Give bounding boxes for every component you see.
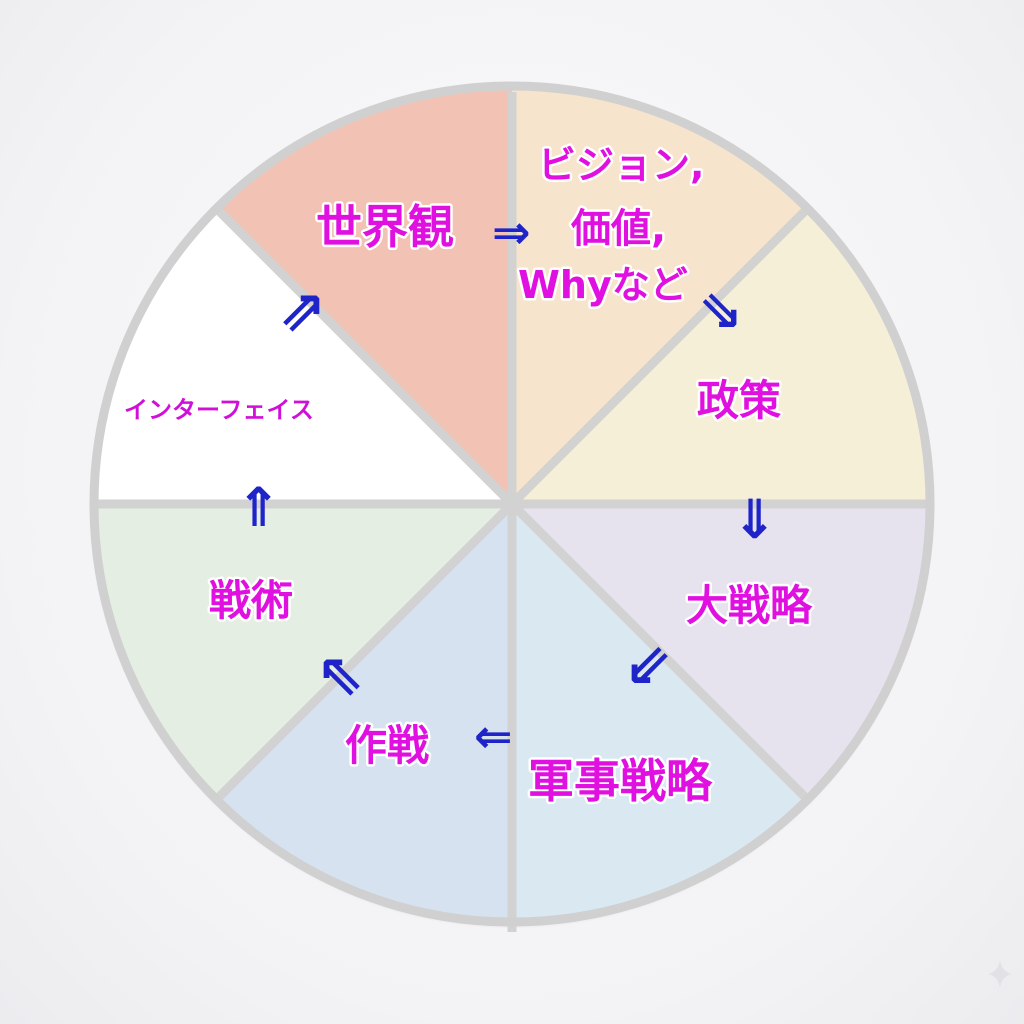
segment-grand-strategy xyxy=(512,504,930,800)
label-vision-line3: Whyなど xyxy=(518,263,688,307)
segment-tactics xyxy=(93,504,512,800)
segment-operation xyxy=(216,504,512,922)
label-military-strategy: 軍事戦略 xyxy=(528,754,713,808)
arrow-up-icon: ⇑ xyxy=(236,476,281,539)
arrow-down-left-icon: ⇙ xyxy=(624,630,673,698)
arrow-right-icon: ⇒ xyxy=(492,205,531,259)
arrow-left-icon: ⇐ xyxy=(474,709,513,763)
segment-policy xyxy=(512,208,930,504)
segment-military-strategy xyxy=(512,504,808,922)
arrow-down-right-icon: ⇘ xyxy=(698,278,743,341)
segment-worldview xyxy=(216,86,512,504)
label-policy: 政策 xyxy=(697,376,781,425)
sparkle-icon xyxy=(988,960,1012,988)
label-interface: インターフェイス xyxy=(124,396,314,424)
arrow-up-right-icon: ⇗ xyxy=(278,276,327,344)
label-grand-strategy: 大戦略 xyxy=(686,581,813,630)
arrow-down-icon: ⇓ xyxy=(732,488,777,551)
arrow-up-left-icon: ⇖ xyxy=(316,640,365,708)
wheel-rim xyxy=(89,81,935,927)
wheel xyxy=(93,86,930,922)
segment-interface xyxy=(94,208,512,504)
label-operation: 作戦 xyxy=(345,721,429,770)
segment-vision xyxy=(512,86,808,504)
label-worldview: 世界観 xyxy=(316,200,454,254)
label-vision-line2: 価値, xyxy=(570,206,666,252)
label-tactics: 戦術 xyxy=(209,576,293,625)
label-vision-line1: ビジョン, xyxy=(538,143,704,187)
segment-dividers xyxy=(92,92,932,932)
